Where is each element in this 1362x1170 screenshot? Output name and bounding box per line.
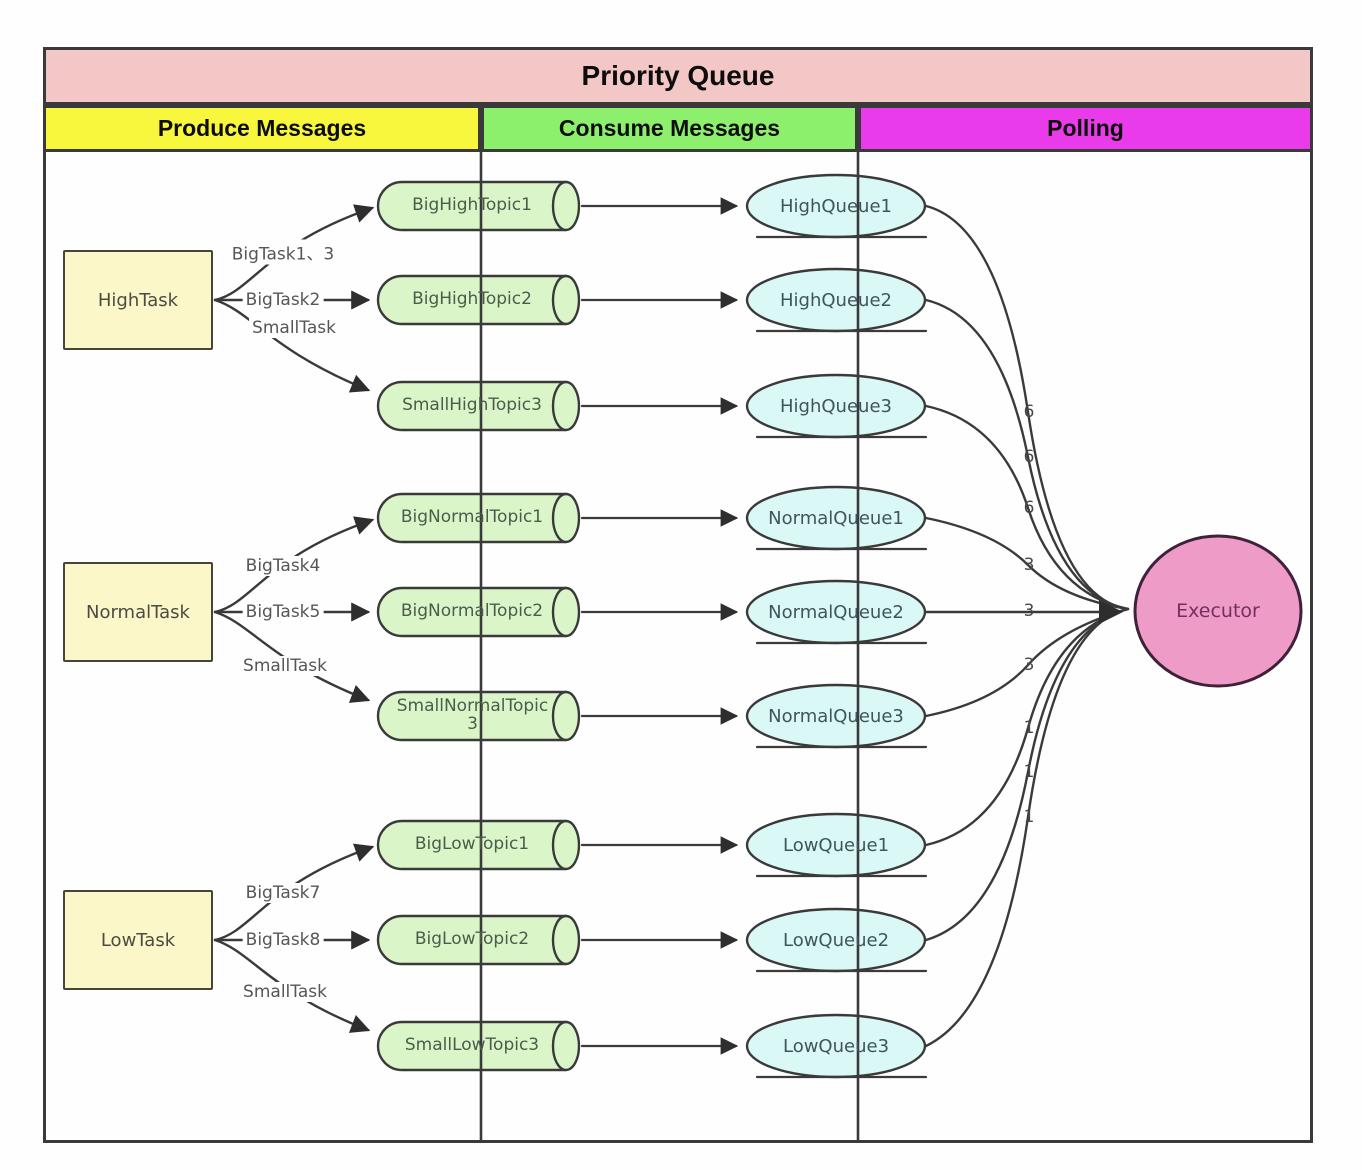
queue-label: NormalQueue2 [768,601,904,623]
consume-arrows [580,197,739,1055]
topic-label: BigNormalTopic2 [400,601,544,622]
header-consume-messages: Consume Messages [481,105,858,152]
queue-ellipses [745,173,928,1079]
topic-cylinders [376,180,581,1072]
poll-count-label: 3 [1023,655,1035,675]
poll-count-label: 6 [1023,498,1035,518]
task-label: HighTask [97,289,179,311]
header-consume-label: Consume Messages [558,115,781,141]
topic-label: BigHighTopic1 [412,195,532,216]
edge-label: BigTask2 [242,290,324,310]
task-label: LowTask [100,929,176,951]
topic-label: SmallHighTopic3 [402,395,542,416]
topic-label: BigNormalTopic1 [400,507,544,528]
edge-label: SmallTask [249,318,339,338]
queue-label: HighQueue3 [780,395,892,417]
topic-label: SmallLowTopic3 [404,1035,540,1056]
task-box-lowtask: LowTask [63,890,213,990]
queue-label: HighQueue2 [780,289,892,311]
poll-count-label: 3 [1023,601,1035,621]
header-produce-label: Produce Messages [157,115,367,141]
poll-count-label: 6 [1023,447,1035,467]
poll-count-label: 1 [1023,718,1035,738]
column-dividers [479,152,860,1141]
topic-label: BigHighTopic2 [412,289,532,310]
queue-label: NormalQueue1 [768,507,904,529]
executor-label: Executor [1176,600,1260,622]
edge-label: BigTask5 [242,602,324,622]
header-polling-label: Polling [1047,115,1124,141]
task-box-hightask: HighTask [63,250,213,350]
title-bar: Priority Queue [43,47,1313,105]
topic-label: BigLowTopic2 [414,929,530,950]
poll-count-label: 6 [1023,402,1035,422]
poll-count-label: 3 [1023,555,1035,575]
page-title: Priority Queue [581,60,775,91]
edge-label: BigTask4 [242,556,324,576]
poll-count-label: 1 [1023,762,1035,782]
queue-label: LowQueue1 [782,834,890,856]
queue-label: HighQueue1 [780,195,892,217]
edge-label: SmallTask [240,982,330,1002]
executor-circle [1133,534,1303,688]
edge-label: BigTask7 [242,883,324,903]
task-box-normaltask: NormalTask [63,562,213,662]
edge-label: BigTask1、3 [228,239,338,265]
task-label: NormalTask [86,601,190,623]
poll-count-label: 1 [1023,807,1035,827]
topic-label: SmallNormalTopic3 [396,696,549,734]
header-produce-messages: Produce Messages [43,105,481,152]
topic-label: BigLowTopic1 [414,834,530,855]
queue-label: NormalQueue3 [768,705,904,727]
header-polling: Polling [858,105,1313,152]
queue-label: LowQueue3 [782,1035,890,1057]
polling-arrows [924,204,1130,1048]
queue-label: LowQueue2 [782,929,890,951]
edge-label: BigTask8 [242,930,324,950]
edge-label: SmallTask [240,656,330,676]
